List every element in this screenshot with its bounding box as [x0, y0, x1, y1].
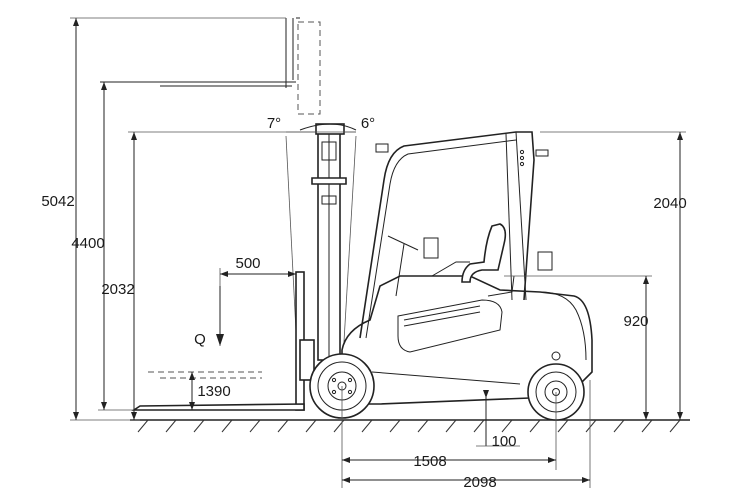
- mast: [285, 123, 357, 411]
- hatch-mark: [361, 419, 373, 433]
- hatch-mark: [585, 419, 597, 433]
- arrowhead: [677, 132, 683, 140]
- dim-load-center: 500: [235, 255, 260, 272]
- arrowhead: [483, 390, 489, 398]
- dimension-lines-bottom: [341, 380, 591, 488]
- overhead-guard: [359, 131, 549, 339]
- dim-ground-clearance: 100: [491, 433, 516, 450]
- ground-hatching: [137, 419, 681, 433]
- arrowhead: [131, 412, 137, 420]
- hatch-mark: [669, 419, 681, 433]
- lowered-fork: [131, 271, 315, 411]
- dim-tilt-forward: 7°: [267, 115, 281, 132]
- hatch-mark: [417, 419, 429, 433]
- arrowhead: [342, 477, 350, 483]
- arrowhead: [677, 412, 683, 420]
- hatch-mark: [277, 419, 289, 433]
- hatch-mark: [221, 419, 233, 433]
- dim-tilt-backward: 6°: [361, 115, 375, 132]
- dim-length-to-fork-face: 2098: [463, 474, 496, 491]
- arrowhead: [288, 271, 296, 277]
- hatch-mark: [557, 419, 569, 433]
- arrowhead: [548, 457, 556, 463]
- tilt-angle-marks: [299, 123, 357, 131]
- hatch-mark: [165, 419, 177, 433]
- load-symbol-q: Q: [194, 331, 206, 348]
- arrowhead: [189, 372, 195, 380]
- hatch-mark: [389, 419, 401, 433]
- hatch-mark: [305, 419, 317, 433]
- dim-wheelbase: 1508: [413, 453, 446, 470]
- dim-seat-height: 920: [623, 313, 648, 330]
- dim-fork-height: 1390: [197, 383, 230, 400]
- dim-overall-mast-height: 2032: [101, 281, 134, 298]
- seat-and-steering: [387, 223, 553, 297]
- arrowhead: [342, 457, 350, 463]
- arrowhead: [73, 18, 79, 26]
- dimension-arrows: [73, 18, 683, 483]
- hatch-mark: [641, 419, 653, 433]
- arrowhead: [582, 477, 590, 483]
- ground: [130, 419, 690, 433]
- arrowhead: [73, 412, 79, 420]
- arrowhead: [643, 412, 649, 420]
- arrowhead: [189, 402, 195, 410]
- load-dimensions: [191, 268, 296, 410]
- hatch-mark: [137, 419, 149, 433]
- dimension-lines-right: [504, 131, 686, 420]
- hatch-mark: [249, 419, 261, 433]
- arrowhead: [101, 82, 107, 90]
- dim-lift-height: 4400: [71, 235, 104, 252]
- arrowhead: [220, 271, 228, 277]
- arrowhead: [643, 276, 649, 284]
- arrowhead: [131, 132, 137, 140]
- hatch-mark: [193, 419, 205, 433]
- hatch-mark: [333, 419, 345, 433]
- dim-overhead-guard-height: 2040: [653, 195, 686, 212]
- dim-max-lift-height: 5042: [41, 193, 74, 210]
- hatch-mark: [501, 419, 513, 433]
- hatch-mark: [529, 419, 541, 433]
- hatch-mark: [613, 419, 625, 433]
- truck-body: [341, 275, 593, 405]
- hatch-mark: [445, 419, 457, 433]
- hatch-mark: [473, 419, 485, 433]
- arrowhead: [101, 402, 107, 410]
- lifted-fork: [100, 17, 321, 115]
